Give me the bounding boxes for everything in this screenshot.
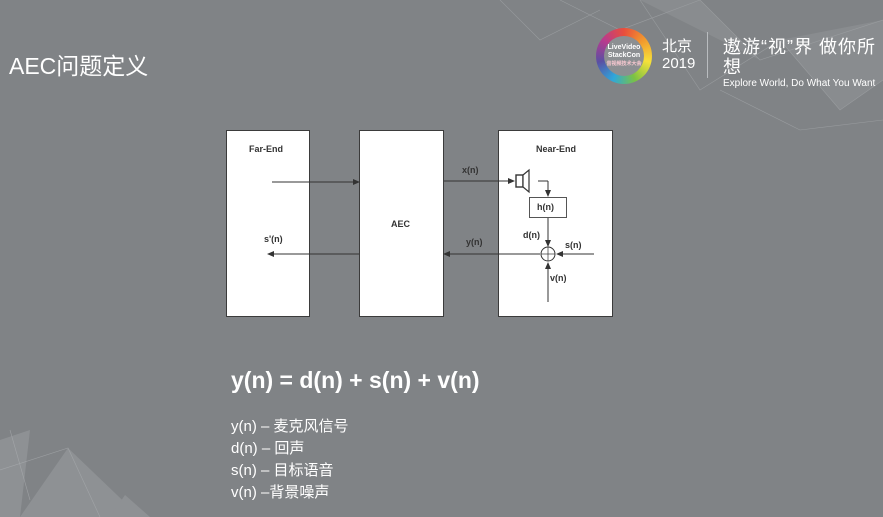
slogan-english: Explore World, Do What You Want: [723, 78, 876, 89]
logo-text-line1: LiveVideo: [607, 44, 641, 51]
aec-label: AEC: [391, 219, 411, 229]
header-divider: [707, 32, 708, 78]
slogan: 遨游“视”界 做你所想 Explore World, Do What You W…: [723, 37, 883, 90]
definition-item: d(n) – 回声: [231, 440, 305, 457]
event-year: 2019: [662, 55, 696, 72]
logo-text-line3: 音视频技术大会: [606, 61, 642, 67]
slide-title: AEC问题定义: [9, 53, 149, 79]
slogan-chinese: 遨游“视”界 做你所想: [723, 37, 876, 77]
event-location: 北京 2019: [662, 38, 695, 72]
far-end-label: Far-End: [249, 144, 284, 154]
livevideo-stackcon-logo: LiveVideo StackCon 音视频技术大会: [596, 28, 652, 84]
signal-d-label: d(n): [523, 230, 540, 240]
signal-flow-arrows: [267, 168, 594, 302]
definition-item: v(n) –背景噪声: [231, 484, 330, 501]
h-n-box: [529, 197, 567, 218]
near-end-box: [498, 130, 613, 317]
aec-formula: y(n) = d(n) + s(n) + v(n): [231, 367, 480, 393]
aec-box: [359, 130, 444, 317]
definition-item: s(n) – 目标语音: [231, 462, 334, 479]
signal-h-label: h(n): [537, 202, 554, 212]
signal-definitions: y(n) – 麦克风信号 d(n) – 回声 s(n) – 目标语音 v(n) …: [231, 416, 349, 504]
signal-y-label: y(n): [466, 237, 483, 247]
signal-s-label: s(n): [565, 240, 582, 250]
aec-block-diagram: Far-End AEC Near-End x(n) h(n) d(n) s(n)…: [226, 130, 616, 320]
city-name: 北京: [662, 38, 693, 55]
signal-x-label: x(n): [462, 165, 479, 175]
signal-s-prime-label: s'(n): [264, 234, 283, 244]
definition-item: y(n) – 麦克风信号: [231, 418, 349, 435]
far-end-box: [226, 130, 310, 317]
signal-v-label: v(n): [550, 273, 567, 283]
near-end-label: Near-End: [536, 144, 577, 154]
logo-text-line2: StackCon: [607, 52, 641, 59]
